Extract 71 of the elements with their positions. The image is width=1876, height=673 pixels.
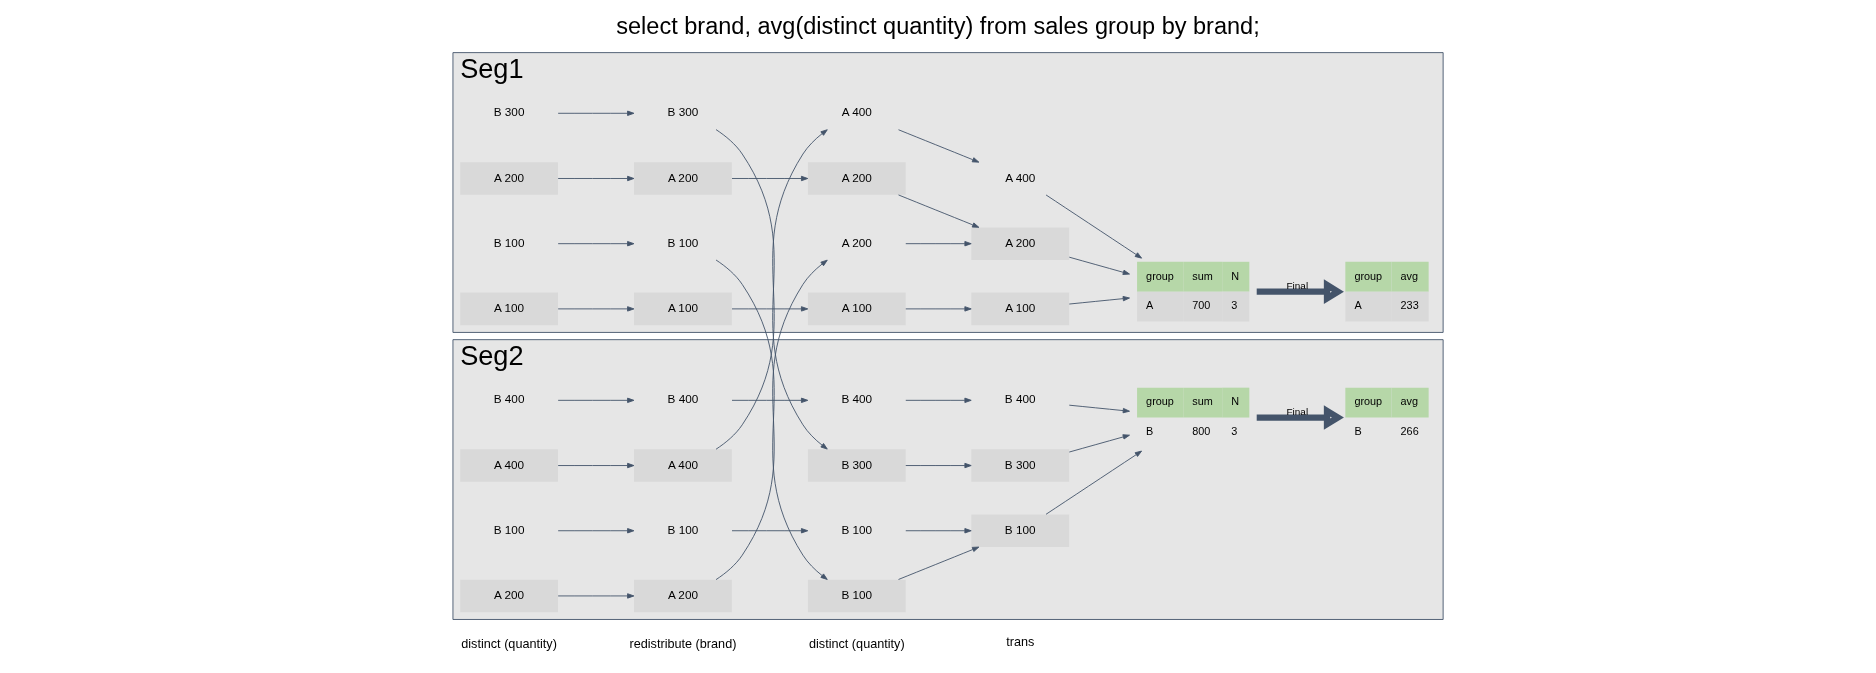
arrow: [905, 241, 972, 247]
node-box: A 200: [634, 579, 732, 613]
arrow: [1256, 279, 1344, 304]
node-box: A 200: [460, 579, 558, 613]
node-text: B 400: [493, 392, 525, 406]
node-text: B 400: [841, 392, 873, 406]
arrow: [1068, 404, 1130, 414]
node-text: B 100: [493, 522, 525, 536]
arrow: [731, 306, 809, 312]
arrow: [1068, 256, 1130, 275]
node-box: B 100: [971, 514, 1070, 548]
arrow: [731, 175, 809, 182]
arrow: [557, 175, 635, 182]
label: redistribute (brand): [629, 637, 737, 652]
arrow: [898, 546, 980, 580]
edge-label: Final: [1286, 279, 1309, 291]
node-box: B 300: [807, 449, 906, 482]
arrow: [557, 528, 635, 534]
node-text: B 300: [493, 105, 525, 119]
node-box: A 100: [807, 292, 906, 326]
node-label: 266: [1400, 425, 1419, 438]
node-label: B: [1146, 425, 1154, 438]
node-box: A 200: [971, 227, 1070, 260]
node-text: B 100: [841, 522, 873, 536]
arrow: [715, 129, 828, 450]
node-label: 3: [1231, 425, 1238, 438]
label: trans: [1006, 635, 1035, 650]
node-label: 800: [1192, 425, 1211, 438]
arrow: [557, 241, 635, 247]
arrow: [731, 397, 809, 403]
node-text: B 100: [667, 235, 699, 249]
node-text: B 300: [667, 105, 699, 119]
node-box: B 100: [807, 579, 906, 613]
arrow: [557, 397, 635, 403]
node-box: A 100: [634, 292, 732, 326]
node-text: A 400: [841, 105, 872, 119]
arrow: [898, 194, 980, 228]
node-label: B: [1354, 425, 1362, 438]
node-text: A 400: [1005, 170, 1036, 184]
arrow: [557, 306, 635, 312]
label: distinct (quantity): [461, 637, 557, 652]
arrow: [905, 462, 972, 469]
arrow: [905, 528, 972, 534]
node-text: A 200: [841, 235, 872, 249]
node-box: A 200: [634, 162, 732, 195]
node-box: B 300: [971, 449, 1070, 482]
arrow: [1068, 295, 1130, 305]
node-box: A 400: [634, 449, 732, 482]
arrow: [557, 462, 635, 469]
arrow: [898, 129, 980, 163]
edge-label: Final: [1286, 405, 1309, 417]
node-box: A 100: [971, 292, 1070, 326]
node-text: B 400: [1004, 392, 1036, 406]
arrow: [1068, 434, 1130, 453]
node-text: B 100: [493, 235, 525, 249]
node-box: A 100: [460, 292, 558, 326]
arrow: [731, 528, 809, 534]
arrow: [905, 306, 972, 312]
node-box: A 200: [460, 162, 558, 195]
node-box: A 200: [807, 162, 906, 195]
arrow: [557, 593, 635, 599]
arrow: [905, 397, 972, 403]
arrow: [1045, 450, 1143, 515]
arrow: [557, 110, 635, 116]
diagram-title: select brand, avg(distinct quantity) from sales group by brand;: [616, 13, 1260, 40]
arrow: [1045, 194, 1143, 259]
node-text: B 400: [667, 392, 699, 406]
node-text: B 100: [667, 522, 699, 536]
label: distinct (quantity): [808, 637, 905, 652]
arrow: [1256, 405, 1344, 430]
node-box: A 400: [460, 449, 558, 482]
